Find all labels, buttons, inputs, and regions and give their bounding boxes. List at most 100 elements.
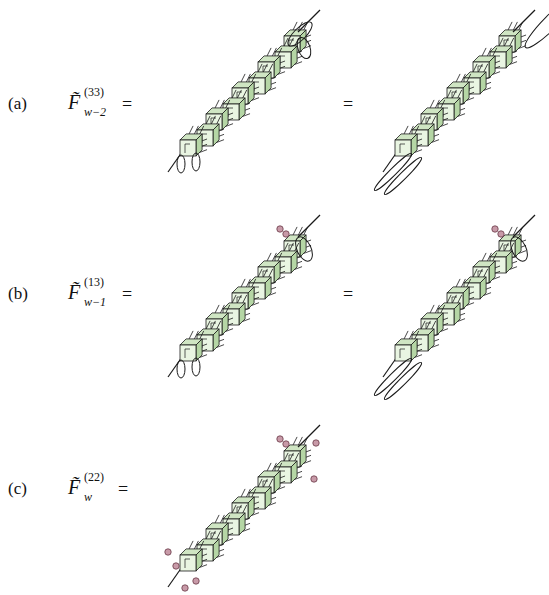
tensor-leg: [206, 531, 210, 539]
trace-loop: [292, 234, 316, 263]
tensor-leg: [237, 505, 241, 513]
cube-mark: [443, 108, 448, 117]
cube-side: [506, 46, 512, 68]
cube-side: [300, 235, 306, 257]
tensor-leg: [252, 74, 256, 82]
tensor-leg: [215, 305, 219, 313]
tensor-leg: [504, 38, 508, 46]
tensor-cube: [395, 126, 422, 156]
tensor-leg: [232, 90, 236, 98]
boundary-vector: [283, 441, 289, 447]
detached-loop: [382, 360, 424, 402]
tensor-leg: [435, 100, 439, 108]
tensor-leg: [510, 38, 514, 46]
cube-side: [506, 251, 512, 273]
tensor-leg: [206, 116, 210, 124]
open-leg: [298, 215, 320, 237]
cube-side: [480, 72, 486, 94]
boundary-vector: [277, 436, 283, 442]
tensor-chain: [383, 22, 526, 172]
tensor-chain: [383, 227, 526, 377]
equals: =: [343, 95, 353, 113]
open-leg: [513, 215, 535, 237]
tensor-leg: [269, 269, 273, 277]
tensor-leg: [430, 305, 434, 313]
tensor-leg: [211, 531, 215, 539]
trace-loop: [177, 155, 185, 173]
tensor-leg: [215, 515, 219, 523]
cube-mark: [202, 134, 207, 143]
tensor-leg: [295, 453, 299, 461]
cube-side: [463, 287, 469, 309]
tensor-leg: [278, 253, 282, 261]
cube-side: [239, 303, 245, 325]
tensor-leg: [404, 331, 408, 339]
cube-side: [411, 339, 417, 361]
tensor-leg: [217, 116, 221, 124]
label-tag: (a): [8, 95, 27, 112]
tensor-leg: [258, 64, 262, 72]
tensor-leg: [473, 269, 477, 277]
tensor-leg: [194, 331, 198, 339]
tensor-leg: [284, 453, 288, 461]
equals: =: [118, 480, 128, 498]
tensor-leg: [452, 295, 456, 303]
superscript: (13): [84, 276, 104, 288]
cube-side: [248, 82, 254, 104]
tensor-leg: [272, 253, 276, 261]
boundary-vector: [313, 440, 319, 446]
cube-mark: [280, 261, 285, 270]
tensor-leg: [200, 331, 204, 339]
tensor-leg: [232, 295, 236, 303]
tensor-leg: [263, 64, 267, 72]
tensor-leg: [458, 295, 462, 303]
cube-side: [265, 277, 271, 299]
boundary-vector: [283, 231, 289, 237]
tensor-leg: [252, 279, 256, 287]
tensor-leg: [478, 269, 482, 277]
trace-loop: [507, 234, 531, 263]
subscript: w−1: [84, 296, 106, 308]
tensor-leg: [267, 48, 271, 56]
tensor-leg: [206, 321, 210, 329]
cube-side: [437, 108, 443, 130]
label-tag: (c): [8, 480, 27, 497]
tensor-leg: [269, 64, 273, 72]
tensor-cube: [180, 126, 207, 156]
boundary-vector: [165, 549, 171, 555]
tensor-leg: [421, 321, 425, 329]
trace-loop: [177, 360, 185, 378]
cube-mark: [280, 56, 285, 65]
tensor-leg: [189, 331, 193, 339]
cube-side: [222, 523, 228, 545]
equals: =: [122, 95, 132, 113]
tensor-leg: [289, 38, 293, 46]
tensor-leg: [237, 90, 241, 98]
symbol: F̃: [68, 92, 80, 112]
tensor-leg: [278, 48, 282, 56]
tensor-leg: [484, 64, 488, 72]
tensor-leg: [508, 22, 512, 30]
boundary-vector: [173, 563, 179, 569]
tensor-leg: [487, 48, 491, 56]
cube-mark: [469, 82, 474, 91]
detached-loop: [372, 151, 414, 193]
tensor-leg: [226, 515, 230, 523]
cube-side: [213, 124, 219, 146]
cube-side: [428, 329, 434, 351]
cube-side: [291, 46, 297, 68]
tensor-leg: [194, 541, 198, 549]
tensor-leg: [473, 64, 477, 72]
superscript: (22): [84, 471, 104, 483]
cube-mark: [185, 144, 190, 153]
tensor-leg: [289, 243, 293, 251]
tensor-leg: [220, 305, 224, 313]
subscript: w−2: [84, 106, 106, 118]
label-tag: (b): [8, 285, 28, 302]
cube-side: [239, 513, 245, 535]
cube-mark: [228, 313, 233, 322]
cube-mark: [417, 134, 422, 143]
tensor-leg: [243, 295, 247, 303]
tensor-leg: [194, 126, 198, 134]
